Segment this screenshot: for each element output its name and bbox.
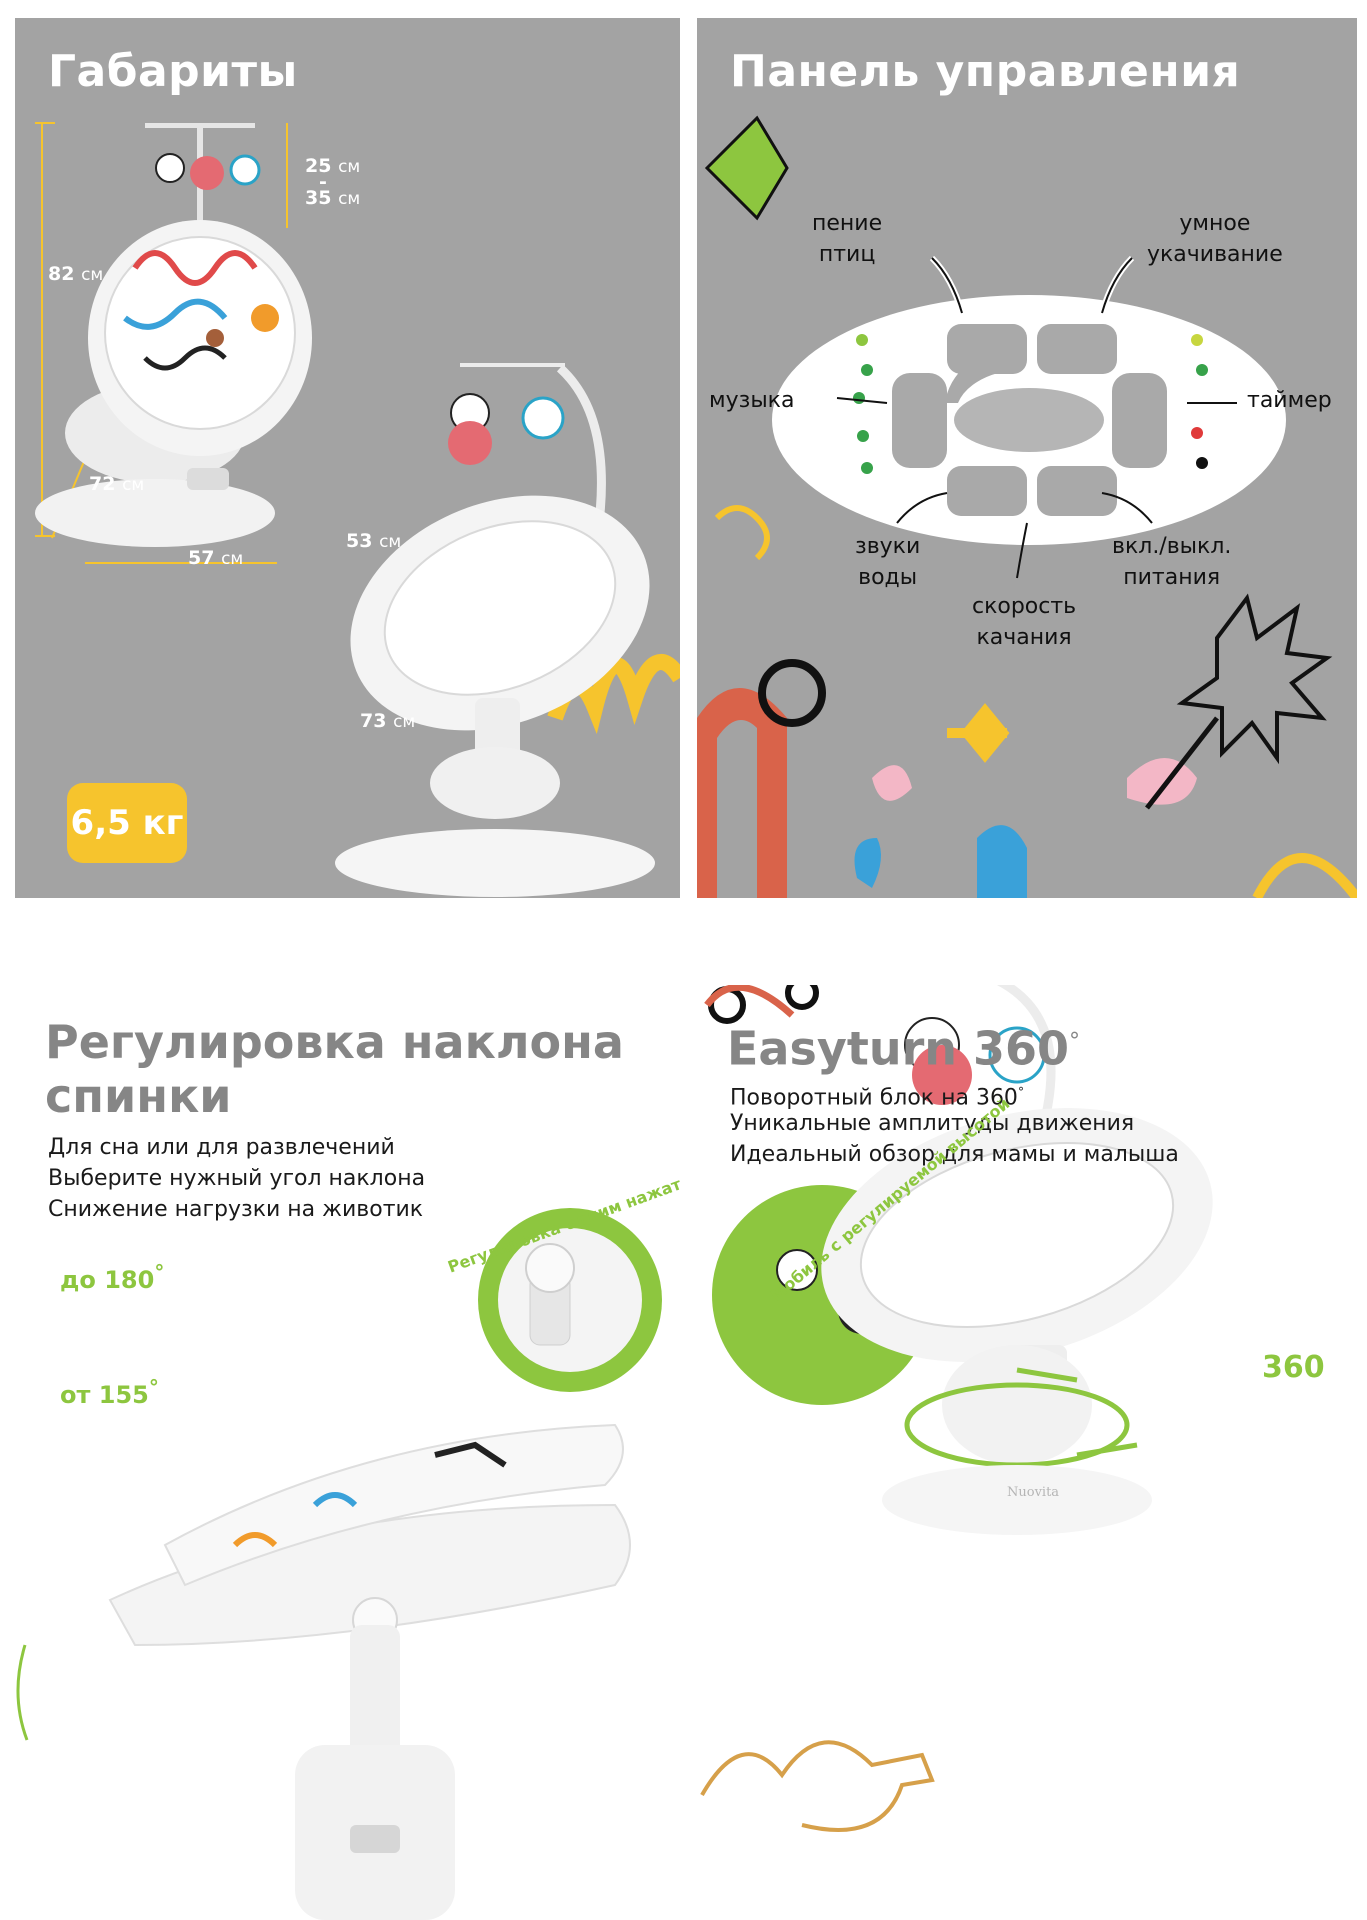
recline-features: Для сна или для развлечений Выберите нуж… [48, 1132, 425, 1225]
dimensions-title: Габариты [48, 46, 298, 97]
control-panel-illustration [697, 115, 1357, 898]
label-bird-song: пение птиц [812, 211, 883, 267]
label-smart-rocking: умное укачивание [1147, 211, 1283, 267]
mobile-height-dash: - [319, 171, 327, 193]
rotation-label: 360 [1262, 1350, 1325, 1385]
seat-length-label: 73 см [360, 710, 416, 732]
easyturn-title: Easyturn 360° [727, 1021, 1081, 1076]
brand-logo: Nuovita [1007, 1485, 1060, 1500]
seat-width-label: 53 см [346, 530, 402, 552]
label-swing-speed: скорость качания [972, 594, 1077, 650]
recline-title: Регулировка наклона спинки [45, 1015, 624, 1123]
angle-min-label: от 155° [60, 1375, 159, 1409]
angle-max-label: до 180° [60, 1260, 165, 1294]
total-height-label: 82 см [48, 263, 104, 285]
dimensions-panel: Габариты 25 см - 35 см 82 см 72 см 57 см… [15, 18, 680, 898]
recline-panel: Регулировка наклона спинки Для сна или д… [15, 985, 680, 1920]
base-depth-label: 72 см [89, 473, 145, 495]
label-music: музыка [709, 388, 795, 413]
weight-badge: 6,5 кг [67, 783, 187, 863]
label-timer: таймер [1247, 388, 1332, 413]
dimensions-illustration [35, 122, 680, 897]
label-water-sounds: звуки воды [855, 534, 921, 590]
easyturn-features: Поворотный блок на 360° Уникальные ампли… [730, 1077, 1179, 1170]
recline-feature: Для сна или для развлечений [48, 1135, 395, 1160]
base-width-label: 57 см [188, 547, 244, 569]
mobile-height-to: 35 см [305, 187, 361, 209]
recline-feature: Выберите нужный угол наклона [48, 1166, 426, 1191]
recline-feature: Снижение нагрузки на животик [48, 1197, 424, 1222]
easyturn-feature: Поворотный блок на 360° [730, 1085, 1024, 1111]
recline-illustration [16, 1208, 662, 1920]
easyturn-feature: Идеальный обзор для мамы и малыша [730, 1142, 1179, 1167]
label-power: вкл./выкл. питания [1112, 534, 1232, 590]
easyturn-illustration [700, 985, 1213, 1832]
mobile-height-from: 25 см [305, 155, 361, 177]
easyturn-panel: Easyturn 360° Поворотный блок на 360° Ун… [697, 985, 1357, 1920]
control-panel-title: Панель управления [730, 46, 1241, 97]
control-panel-panel: Панель управления пение птиц умное укачи… [697, 18, 1357, 898]
easyturn-feature: Уникальные амплитуды движения [730, 1111, 1135, 1136]
